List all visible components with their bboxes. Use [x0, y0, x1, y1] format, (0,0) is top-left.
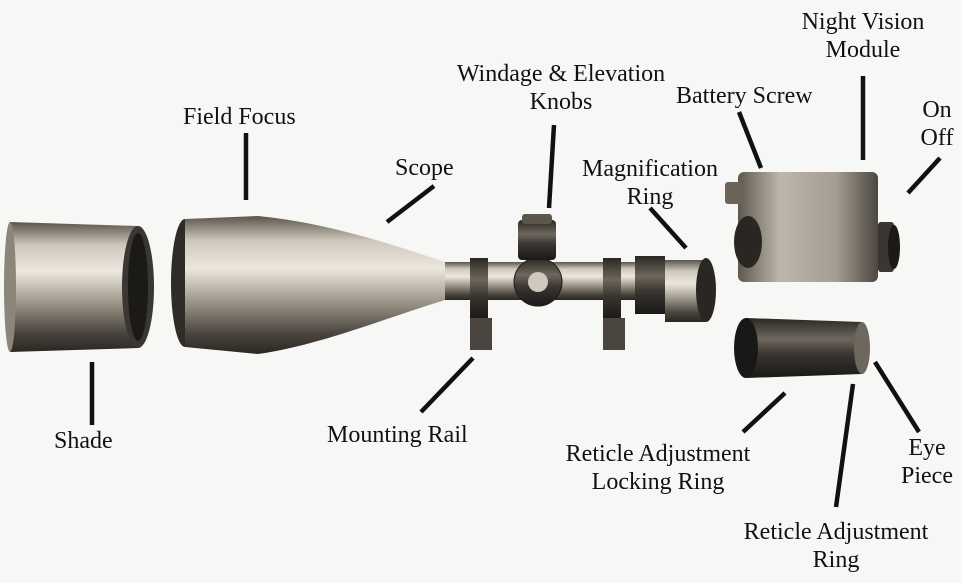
leader-windage: [546, 124, 557, 209]
label-reticle-locking-line1: Reticle Adjustment: [565, 441, 751, 467]
label-magnification-line2: Ring: [626, 184, 674, 210]
leader-reticle-ring: [833, 383, 856, 508]
label-windage-line2: Knobs: [529, 89, 593, 115]
leader-eye-piece: [873, 360, 921, 434]
leader-battery-screw: [736, 111, 764, 169]
label-battery-screw: Battery Screw: [676, 83, 813, 109]
leader-magnification: [648, 206, 688, 250]
leader-on-off: [906, 156, 942, 195]
label-night-vision-line1: Night Vision: [801, 9, 925, 35]
label-scope: Scope: [395, 155, 454, 181]
eye-piece-part: [734, 318, 870, 378]
scope-body-part: [171, 214, 716, 354]
label-eye-line1: Eye: [908, 435, 946, 461]
label-reticle-adjustment-ring: Reticle Adjustment Ring: [722, 518, 950, 574]
label-on-off: On Off: [912, 96, 962, 152]
label-night-vision-module: Night Vision Module: [786, 8, 940, 64]
night-vision-module-part: [725, 172, 900, 282]
label-eye-piece: Eye Piece: [893, 434, 961, 490]
label-magnification-ring: Magnification Ring: [566, 155, 734, 211]
label-mounting-rail: Mounting Rail: [327, 422, 468, 448]
label-reticle-ring-line2: Ring: [812, 547, 860, 573]
label-reticle-adjustment-locking-ring: Reticle Adjustment Locking Ring: [546, 440, 770, 496]
label-shade: Shade: [54, 428, 113, 454]
label-reticle-ring-line1: Reticle Adjustment: [743, 519, 929, 545]
label-magnification-line1: Magnification: [582, 156, 718, 182]
label-windage-elevation-knobs: Windage & Elevation Knobs: [436, 60, 686, 116]
leader-scope: [385, 184, 436, 224]
leader-mounting-rail: [419, 356, 475, 414]
label-field-focus: Field Focus: [183, 104, 296, 130]
label-on: On: [922, 97, 952, 123]
label-off: Off: [920, 125, 954, 151]
leader-reticle-locking: [741, 391, 787, 434]
label-reticle-locking-line2: Locking Ring: [591, 469, 725, 495]
label-eye-line2: Piece: [901, 463, 953, 489]
label-windage-line1: Windage & Elevation: [456, 61, 666, 87]
leader-lines: [89, 76, 942, 508]
label-night-vision-line2: Module: [825, 37, 901, 63]
shade-part: [4, 222, 154, 352]
